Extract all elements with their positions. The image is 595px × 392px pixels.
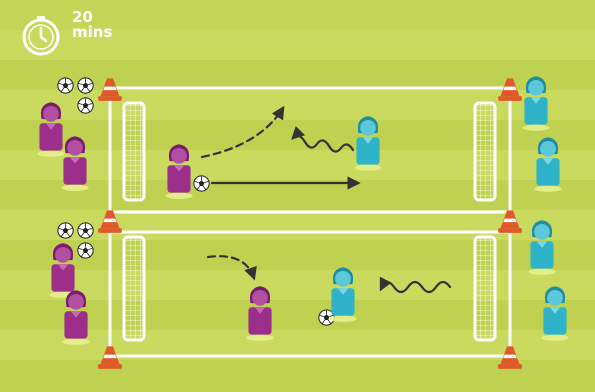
player-purple — [61, 136, 88, 191]
timer-unit: mins — [72, 25, 112, 40]
player-teal — [329, 267, 356, 322]
ball — [58, 223, 73, 238]
player-teal — [541, 286, 568, 341]
player-teal — [528, 220, 555, 275]
player-purple — [165, 144, 192, 199]
player-teal — [534, 137, 561, 192]
ball — [78, 98, 93, 113]
ball — [58, 78, 73, 93]
goal-top-right — [475, 103, 495, 200]
goal-bottom-left — [124, 237, 144, 340]
ball — [78, 243, 93, 258]
player-purple — [37, 102, 64, 157]
goal-bottom-right — [475, 237, 495, 340]
timer-label: 20 mins — [72, 10, 112, 40]
player-purple — [246, 286, 273, 341]
player-purple — [49, 243, 76, 298]
ball — [78, 223, 93, 238]
ball — [194, 176, 209, 191]
player-teal — [354, 116, 381, 171]
ball — [78, 78, 93, 93]
player-teal — [522, 76, 549, 131]
player-purple — [62, 290, 89, 345]
goal-top-left — [124, 103, 144, 200]
